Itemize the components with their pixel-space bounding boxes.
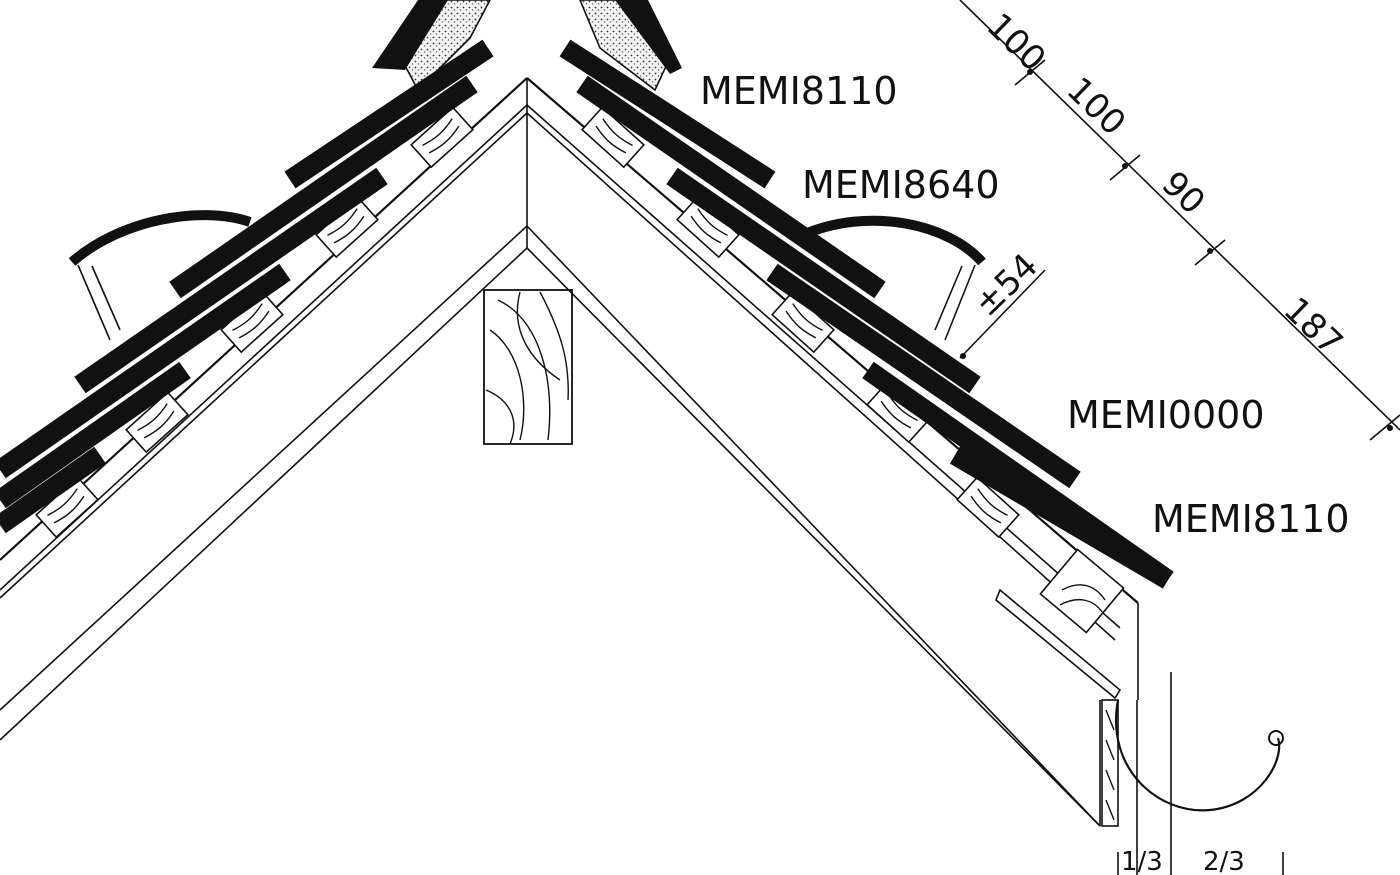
snow-guard-left: [68, 210, 252, 341]
roof-tiles-right: [559, 39, 1174, 589]
dimension-187: 187: [1276, 290, 1350, 364]
snow-guard-right: [797, 215, 986, 341]
gutter-ratio-left: 1/3: [1121, 847, 1163, 875]
label-memi8110-top: MEMI8110: [700, 69, 898, 113]
battens-left: [35, 106, 474, 539]
ridge-cap-right: [615, 0, 682, 74]
gutter: [1115, 672, 1284, 875]
dimension-line: [959, 0, 1400, 441]
dimension-90: 90: [1154, 164, 1213, 223]
eaves-detail: [995, 548, 1125, 827]
ridge-cap-left: [372, 0, 448, 70]
gutter-ratio-right: 2/3: [1203, 847, 1245, 875]
label-memi0000: MEMI0000: [1067, 393, 1265, 437]
dimension-100-partial: 100: [979, 6, 1053, 80]
dimension-100: 100: [1059, 70, 1133, 144]
right-slope-structure: [526, 77, 1139, 827]
label-memi8640: MEMI8640: [802, 163, 1000, 207]
battens-right: [581, 106, 1020, 539]
roof-tiles-left: [0, 39, 494, 534]
ridge-beam: [483, 289, 573, 445]
label-memi8110-bottom: MEMI8110: [1152, 497, 1350, 541]
